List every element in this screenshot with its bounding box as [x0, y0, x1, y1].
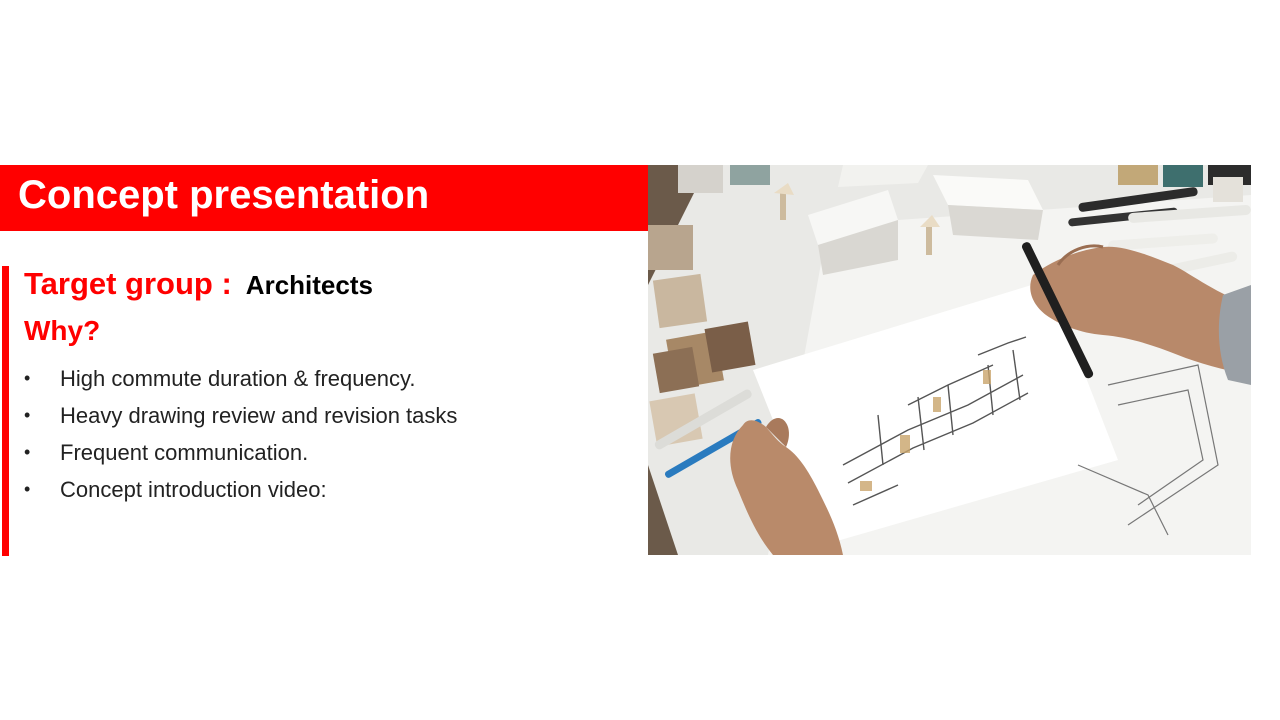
target-group-label: Target group : [24, 266, 232, 301]
list-item-text: Concept introduction video: [60, 476, 327, 502]
list-item-text: High commute duration & frequency. [60, 365, 416, 391]
photo-illustration [648, 165, 1251, 555]
bullet-icon: • [24, 442, 31, 462]
why-heading: Why? [24, 315, 101, 346]
list-item: • Heavy drawing review and revision task… [24, 397, 457, 434]
target-group-value: Architects [245, 270, 373, 300]
target-group-row: Target group : Architects [24, 266, 373, 302]
architect-sketching-photo [648, 165, 1251, 555]
reasons-list: • High commute duration & frequency. • H… [24, 360, 457, 508]
bullet-icon: • [24, 479, 31, 499]
list-item-text: Heavy drawing review and revision tasks [60, 402, 458, 428]
bullet-icon: • [24, 405, 31, 425]
title-banner: Concept presentation [0, 165, 648, 231]
list-item: • High commute duration & frequency. [24, 360, 457, 397]
slide-title: Concept presentation [18, 173, 430, 217]
accent-line [2, 266, 9, 556]
list-item-text: Frequent communication. [60, 439, 309, 465]
bullet-icon: • [24, 368, 31, 388]
list-item: • Concept introduction video: [24, 471, 457, 508]
list-item: • Frequent communication. [24, 434, 457, 471]
